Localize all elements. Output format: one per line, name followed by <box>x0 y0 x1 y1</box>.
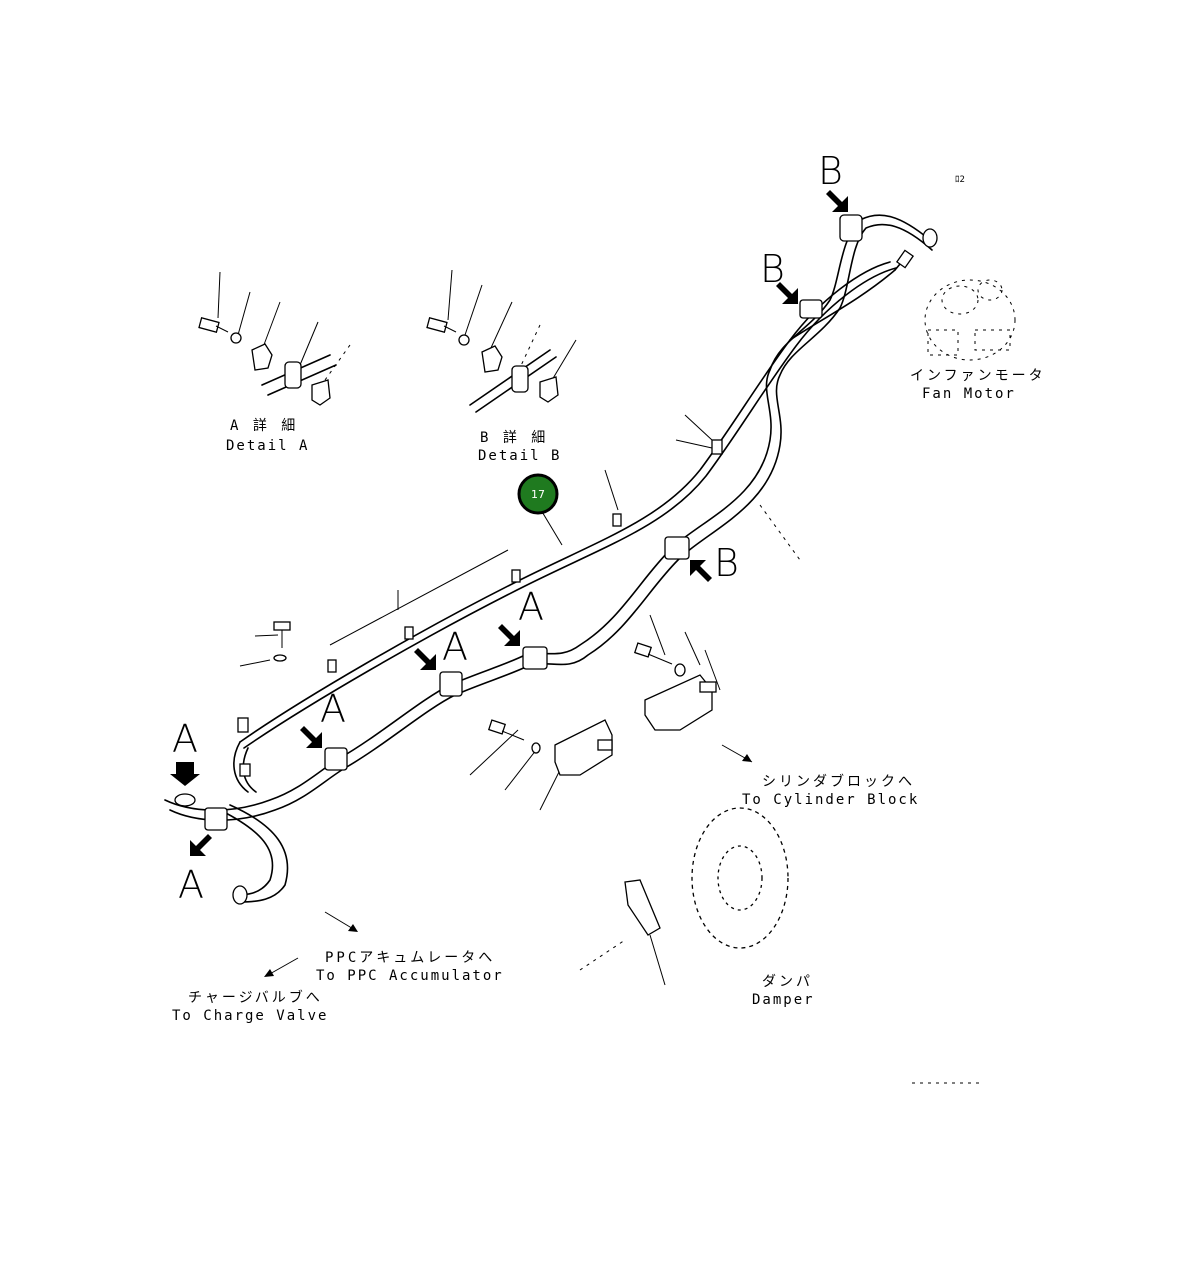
callout-17[interactable]: 17 <box>517 473 559 515</box>
marker-a-5: A <box>518 585 544 629</box>
callout-number[interactable]: 17 <box>531 488 545 501</box>
detail-a-illustration <box>198 271 351 406</box>
hardware-parts: ﾛ2 <box>273 175 1016 949</box>
detail-b-title-jp: B 詳 細 <box>480 430 548 446</box>
ppc-accumulator-label-jp: PPCアキュムレータへ <box>325 950 495 966</box>
marker-b-1: B <box>714 541 739 585</box>
marker-b-2: B <box>760 247 785 291</box>
damper-label-en: Damper <box>752 992 815 1008</box>
fan-motor-label-jp: インファンモータ <box>910 368 1046 384</box>
marker-a-1: A <box>172 717 198 761</box>
marker-b-3: B <box>818 149 843 193</box>
detail-a-title-jp: A 詳 細 <box>230 418 298 434</box>
callout-circle[interactable] <box>517 473 559 515</box>
cylinder-block-label-en: To Cylinder Block <box>742 792 919 808</box>
cylinder-block-label-jp: シリンダブロックへ <box>762 773 915 790</box>
marker-a-4: A <box>442 625 468 669</box>
marker-arrows <box>170 190 848 856</box>
ppc-accumulator-label-en: To PPC Accumulator <box>316 968 504 984</box>
marker-a-3: A <box>320 687 346 731</box>
damper-label-jp: ダンパ <box>762 974 813 990</box>
marker-a-2: A <box>178 863 204 907</box>
charge-valve-label-jp: チャージバルブへ <box>188 989 323 1006</box>
detail-b-title-en: Detail B <box>478 448 561 464</box>
fan-motor-label-en: Fan Motor <box>922 386 1016 402</box>
charge-valve-label-en: To Charge Valve <box>172 1008 328 1024</box>
svg-text:ﾛ2: ﾛ2 <box>955 175 965 185</box>
hose-clamps <box>174 214 938 905</box>
detail-a-title-en: Detail A <box>226 438 309 454</box>
detail-b-illustration <box>426 269 577 413</box>
